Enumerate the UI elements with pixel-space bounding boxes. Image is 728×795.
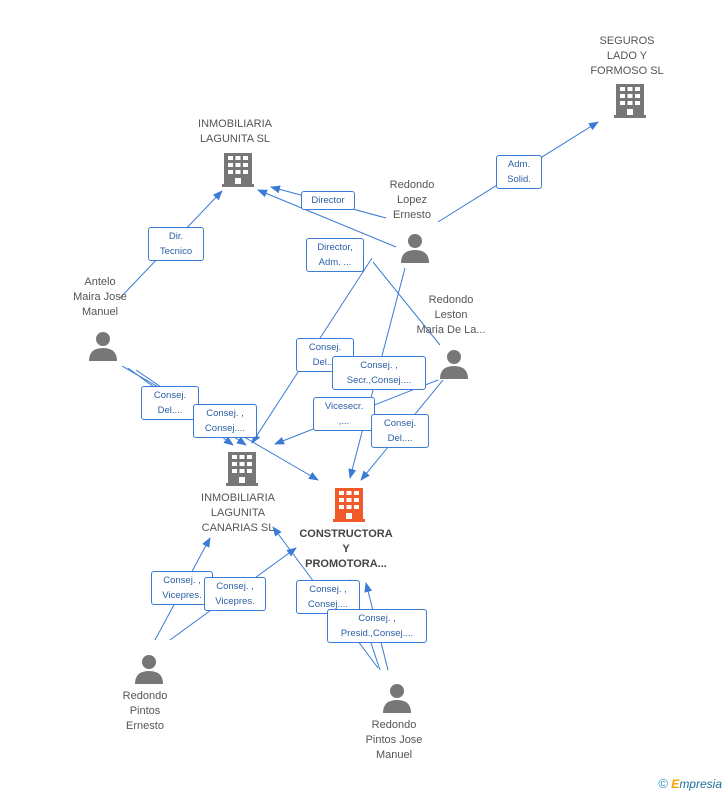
redondo-leston-label-line: Leston (434, 309, 468, 321)
edge-label-consej-del-2[interactable]: Consej. Del.... (371, 414, 429, 448)
lagunita-label-line: LAGUNITA SL (199, 133, 271, 145)
canarias-label[interactable]: INMOBILIARIA LAGUNITA CANARIAS SL (187, 491, 289, 536)
redondo-lopez-label-line: Ernesto (393, 209, 431, 221)
edge-label-line: Adm. (507, 159, 531, 170)
edge-label-line: Consej. (308, 342, 342, 353)
edge-label-director-adm[interactable]: Director, Adm. ... (306, 238, 364, 272)
lagunita-building-icon[interactable] (222, 153, 254, 187)
redondo-lopez-label[interactable]: Redondo Lopez Ernesto (367, 178, 457, 223)
edge-label-line: Vicepres. (162, 590, 202, 601)
edge-label-line: ,... (338, 416, 350, 427)
edge-label-line: Dir. (168, 231, 184, 242)
antelo-label-line: Manuel (81, 306, 119, 318)
seguros-label-line: LADO Y (606, 50, 648, 62)
edge-label-line: Consej. (153, 390, 187, 401)
empresia-brand[interactable]: © Empresia (658, 776, 722, 791)
pintos-jose-label-line: Manuel (375, 749, 413, 761)
redondo-leston-person-icon[interactable] (439, 349, 469, 379)
edge-label-line: Consej. , (358, 613, 396, 624)
antelo-label[interactable]: Antelo Maira Jose Manuel (55, 275, 145, 320)
edge-label-director[interactable]: Director (301, 191, 355, 210)
pintos-jose-person-icon[interactable] (382, 683, 412, 713)
edge-label-consej-secr[interactable]: Consej. , Secr.,Consej.... (332, 356, 426, 390)
brand-name: mpresia (679, 777, 722, 791)
antelo-label-line: Antelo (84, 276, 116, 288)
edge-label-line: Vicepres. (215, 596, 255, 607)
canarias-label-line: INMOBILIARIA (201, 492, 275, 504)
constructora-label[interactable]: CONSTRUCTORA Y PROMOTORA... (290, 527, 402, 572)
edge-label-line: Del.... (387, 433, 413, 444)
edge-label-line: Director (311, 195, 345, 206)
redondo-lopez-label-line: Lopez (397, 194, 427, 206)
edge-label-line: Vicesecr. (324, 401, 364, 412)
edge-label-consej-del-3[interactable]: Consej. Del.... (141, 386, 199, 420)
lagunita-label[interactable]: INMOBILIARIA LAGUNITA SL (180, 117, 290, 147)
edge-label-line: Solid. (507, 174, 531, 185)
edge-label-line: Del.... (312, 357, 338, 368)
edge-label-line: Consej. (383, 418, 417, 429)
edge-lopez-leston (372, 261, 441, 346)
edge-label-line: Consej. , (163, 575, 201, 586)
antelo-label-line: Maira Jose (73, 291, 127, 303)
seguros-building-icon[interactable] (614, 84, 646, 118)
edge-label-consej-del[interactable]: Consej. Del.... (296, 338, 354, 372)
pintos-ernesto-person-icon[interactable] (134, 654, 164, 684)
edge-label-line: Consej.... (204, 423, 246, 434)
edge-label-consej-vicepres-2[interactable]: Consej. , Vicepres. (204, 577, 266, 611)
constructora-label-line: PROMOTORA... (305, 558, 387, 570)
edge-label-line: Del.... (157, 405, 183, 416)
pintos-jose-label[interactable]: Redondo Pintos Jose Manuel (344, 718, 444, 763)
edge-label-line: Presid.,Consej.... (340, 628, 414, 639)
redondo-lopez-person-icon[interactable] (400, 233, 430, 263)
edge-label-line: Tecnico (159, 246, 193, 257)
redondo-lopez-label-line: Redondo (389, 179, 435, 191)
redondo-leston-label-line: Redondo (428, 294, 474, 306)
antelo-person-icon[interactable] (88, 331, 118, 361)
canarias-label-line: LAGUNITA (210, 507, 266, 519)
edge-label-consej-presid[interactable]: Consej. , Presid.,Consej.... (327, 609, 427, 643)
seguros-label-line: SEGUROS (599, 35, 655, 47)
seguros-label[interactable]: SEGUROS LADO Y FORMOSO SL (577, 34, 677, 79)
lagunita-label-line: INMOBILIARIA (198, 118, 272, 130)
edge-label-dir-tecnico[interactable]: Dir. Tecnico (148, 227, 204, 261)
pintos-ernesto-label-line: Redondo (122, 690, 168, 702)
edge-label-consej-consej[interactable]: Consej. , Consej.... (193, 404, 257, 438)
pintos-jose-label-line: Pintos Jose (365, 734, 423, 746)
pintos-ernesto-label[interactable]: Redondo Pintos Ernesto (100, 689, 190, 734)
copyright-icon: © (658, 776, 668, 791)
edge-label-vicesecr[interactable]: Vicesecr. ,... (313, 397, 375, 431)
constructora-building-icon[interactable] (333, 488, 365, 522)
pintos-ernesto-label-line: Pintos (129, 705, 161, 717)
edge-lopez-lagunita-2 (257, 189, 397, 248)
seguros-label-line: FORMOSO SL (590, 65, 664, 77)
edge-label-line: Consej. , (206, 408, 244, 419)
edge-label-consej-vicepres[interactable]: Consej. , Vicepres. (151, 571, 213, 605)
pintos-ernesto-label-line: Ernesto (126, 720, 164, 732)
edge-label-line: Secr.,Consej.... (346, 375, 412, 386)
redondo-leston-label[interactable]: Redondo Leston Maria De La... (401, 293, 501, 338)
edge-label-line: Consej. , (360, 360, 398, 371)
canarias-label-line: CANARIAS SL (201, 522, 275, 534)
edge-label-adm-solid[interactable]: Adm. Solid. (496, 155, 542, 189)
brand-initial: E (671, 777, 680, 791)
constructora-label-line: Y (342, 543, 350, 555)
pintos-jose-label-line: Redondo (371, 719, 417, 731)
edge-label-consej-consej-2[interactable]: Consej. , Consej.... (296, 580, 360, 614)
constructora-label-line: CONSTRUCTORA (299, 528, 393, 540)
canarias-building-icon[interactable] (226, 452, 258, 486)
edge-label-line: Consej. , (309, 584, 347, 595)
redondo-leston-label-line: Maria De La... (416, 324, 486, 336)
edge-label-line: Consej.... (307, 599, 349, 610)
edge-label-line: Adm. ... (318, 257, 352, 268)
edge-label-line: Director, (317, 242, 353, 253)
edge-label-line: Consej. , (216, 581, 254, 592)
